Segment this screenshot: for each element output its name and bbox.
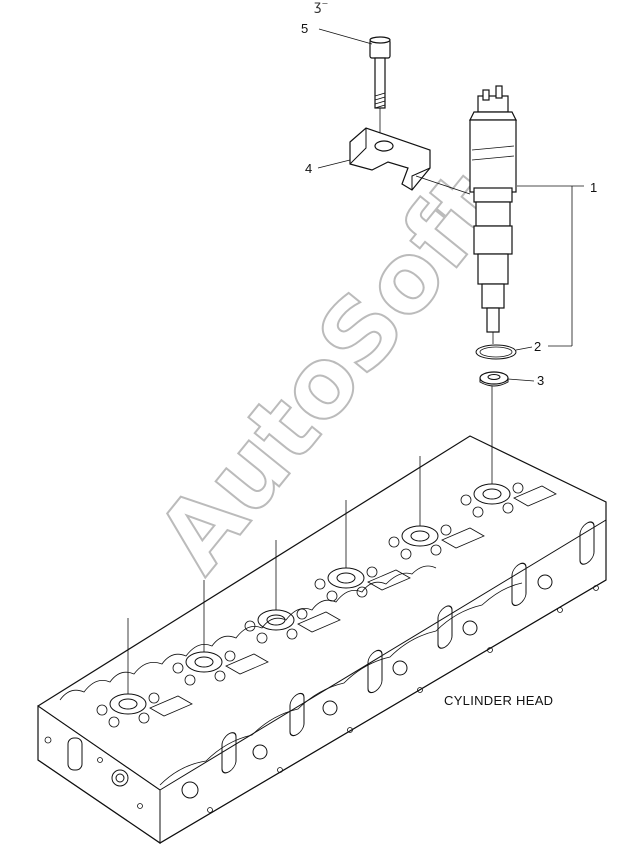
callout-4-number: 4 [305,161,312,176]
o-ring-part [475,344,517,360]
callout-1: 1 [415,175,597,347]
top-mark: ʒ⁻ [314,0,328,14]
cylinder-head-caption: CYLINDER HEAD [444,693,553,708]
bolt-part [369,36,391,150]
cylinder-ports [96,482,557,728]
callout-5-number: 5 [301,21,308,36]
callout-4: 4 [305,159,351,176]
callout-3-number: 3 [537,373,544,388]
port-leaders [127,386,493,694]
clamp-part [349,127,431,191]
injector-part [469,85,517,344]
washer-part [479,371,509,387]
callout-5: 5 [301,21,373,45]
callout-2-number: 2 [534,339,541,354]
cylinder-head [37,386,607,844]
callout-3: 3 [507,373,544,388]
callout-2: 2 [515,339,541,354]
callout-1-number: 1 [590,180,597,195]
